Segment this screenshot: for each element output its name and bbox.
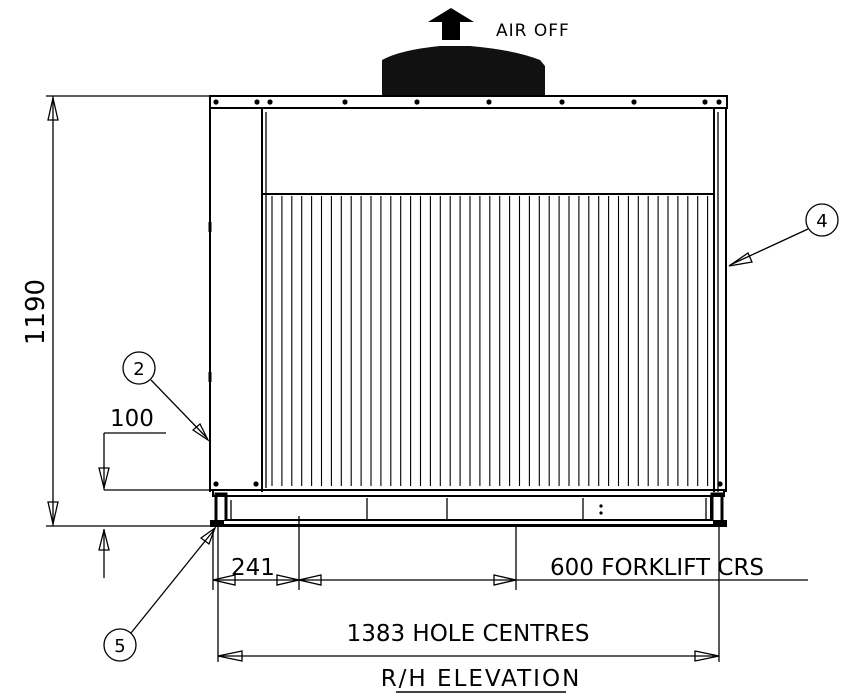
base-offset-dimension: 100 bbox=[98, 406, 210, 578]
forklift-value: 600 FORKLIFT CRS bbox=[550, 555, 764, 581]
callout-4-label: 4 bbox=[816, 211, 827, 232]
callout-2: 2 bbox=[122, 351, 210, 442]
drawing-title-text: R/H ELEVATION bbox=[381, 666, 582, 692]
air-off-indicator: AIR OFF bbox=[428, 8, 570, 41]
forklift-dimension: 241 600 FORKLIFT CRS bbox=[212, 516, 808, 590]
drawing-title: R/H ELEVATION bbox=[381, 666, 582, 693]
up-arrow-icon bbox=[428, 8, 474, 40]
base-skid bbox=[210, 489, 727, 527]
callout-4: 4 bbox=[728, 203, 839, 267]
hole-centres-dimension: 1383 HOLE CENTRES bbox=[217, 527, 720, 662]
base-offset-value: 100 bbox=[110, 406, 154, 432]
callout-5: 5 bbox=[103, 526, 217, 662]
hole-centres-value: 1383 HOLE CENTRES bbox=[347, 621, 590, 647]
height-value: 1190 bbox=[21, 279, 51, 345]
top-rail-bolts bbox=[213, 99, 722, 105]
air-off-label: AIR OFF bbox=[496, 21, 570, 41]
fan-shroud bbox=[382, 46, 545, 97]
cabinet-frame bbox=[208, 95, 728, 492]
end-to-hole-value: 241 bbox=[231, 555, 275, 581]
coil-fins bbox=[271, 196, 709, 486]
callout-5-label: 5 bbox=[114, 636, 125, 657]
callout-2-label: 2 bbox=[133, 359, 144, 380]
cabinet-feet-bolts bbox=[213, 481, 723, 487]
height-dimension: 1190 bbox=[21, 95, 210, 527]
